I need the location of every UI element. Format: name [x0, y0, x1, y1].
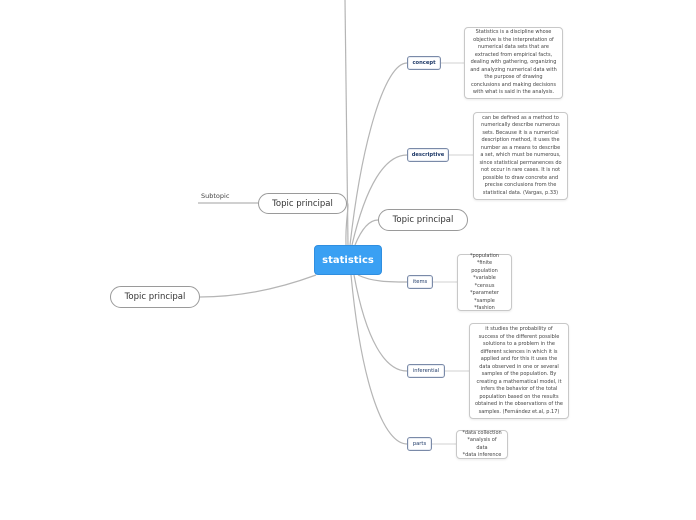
part-line: *data collection [462, 429, 502, 436]
item-line: *sample [474, 297, 495, 304]
topic-principal-upper[interactable]: Topic principal [258, 193, 347, 214]
note-parts[interactable]: *data collection *analysis of data *data… [456, 430, 508, 459]
branch-inferential[interactable]: inferential [407, 364, 445, 378]
connector-topic-upper [345, 202, 349, 246]
branch-descriptive[interactable]: descriptive [407, 148, 449, 162]
connector-concept [349, 62, 408, 246]
connector-parts [350, 274, 408, 445]
central-topic[interactable]: statistics [314, 245, 382, 275]
connector-items [357, 274, 408, 283]
connector-inferential [353, 274, 408, 372]
item-line: *variable [473, 275, 496, 281]
subtopic-label[interactable]: Subtopic [201, 192, 230, 200]
branch-items[interactable]: items [407, 275, 433, 289]
item-line: *parameter [470, 290, 499, 296]
item-line: *finite population [471, 260, 498, 274]
item-line: *population [469, 252, 500, 259]
topic-principal-right[interactable]: Topic principal [378, 209, 468, 231]
connector-topic-left [199, 274, 317, 298]
item-line: *census [474, 282, 495, 289]
note-inferential[interactable]: it studies the probability of success of… [469, 323, 569, 419]
branch-parts[interactable]: parts [407, 437, 432, 451]
connector-descriptive [351, 154, 408, 246]
topic-principal-left[interactable]: Topic principal [110, 286, 200, 308]
note-concept[interactable]: Statistics is a discipline whose objecti… [464, 27, 563, 99]
connector-topic-right [354, 219, 379, 246]
note-items[interactable]: *population *finite population *variable… [457, 252, 512, 311]
note-descriptive[interactable]: can be defined as a method to numericall… [473, 112, 568, 200]
branch-concept[interactable]: concept [407, 56, 441, 70]
part-line: *analysis of data [467, 437, 497, 451]
part-line: *data inference [462, 452, 502, 458]
item-line: *fashion [474, 305, 495, 311]
